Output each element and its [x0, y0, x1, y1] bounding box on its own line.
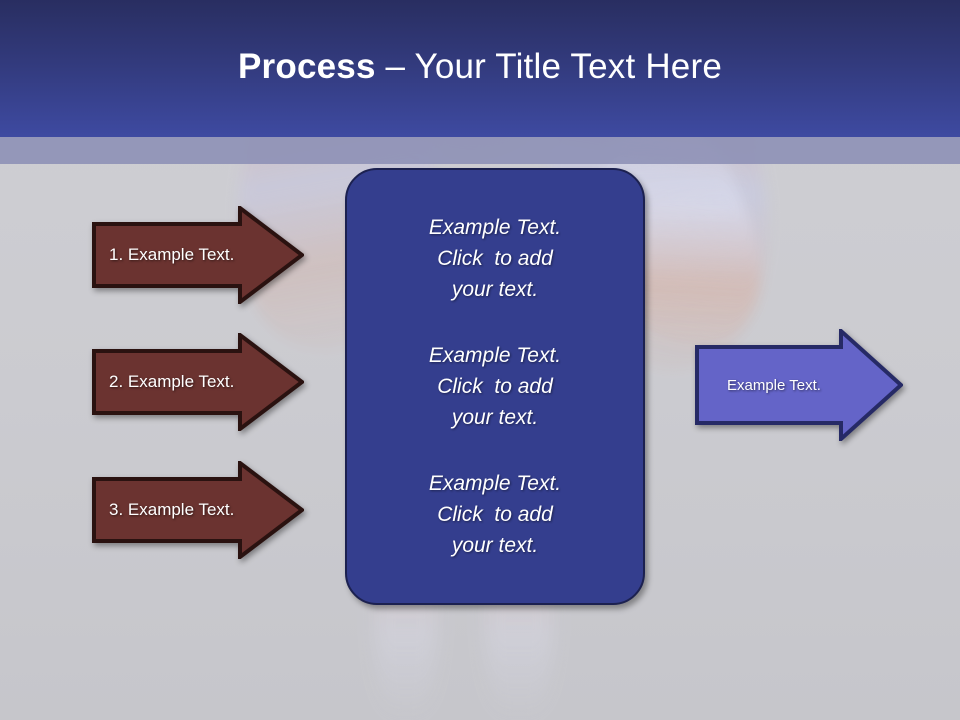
process-step-arrow-2[interactable]: 2. Example Text. [92, 333, 304, 431]
process-step-arrow-1[interactable]: 1. Example Text. [92, 206, 304, 304]
page-title: Process – Your Title Text Here [0, 47, 960, 87]
page-title-light: – Your Title Text Here [375, 47, 722, 86]
panel-text-block-1-line-3: your text. [451, 278, 539, 301]
center-content-panel[interactable]: Example Text. Click to add your text. Ex… [345, 168, 645, 605]
panel-text-block-1-line-2: Click to add [437, 247, 553, 270]
panel-text-block-3-line-2: Click to add [437, 503, 553, 526]
page-title-strong: Process [238, 47, 376, 86]
panel-text-block-2-line-1: Example Text. [428, 344, 562, 367]
title-bar: Process – Your Title Text Here [0, 0, 960, 137]
process-output-arrow[interactable]: Example Text. [695, 329, 903, 441]
process-step-arrow-2-label: 2. Example Text. [109, 372, 235, 391]
panel-text-block-2-line-2: Click to add [437, 375, 553, 398]
panel-text-block-3-line-1: Example Text. [428, 472, 562, 495]
panel-text-block-1: Example Text. Click to add your text. [375, 212, 615, 305]
process-step-arrow-3-label: 3. Example Text. [109, 500, 235, 519]
panel-text-block-3: Example Text. Click to add your text. [375, 468, 615, 561]
process-step-arrow-1-label: 1. Example Text. [109, 245, 235, 264]
panel-text-block-2: Example Text. Click to add your text. [375, 340, 615, 433]
panel-text-block-2-line-3: your text. [451, 406, 539, 429]
process-step-arrow-3[interactable]: 3. Example Text. [92, 461, 304, 559]
panel-text-block-1-line-1: Example Text. [428, 216, 562, 239]
panel-text-block-3-line-3: your text. [451, 534, 539, 557]
title-underband [0, 137, 960, 164]
process-output-arrow-label: Example Text. [727, 376, 821, 394]
